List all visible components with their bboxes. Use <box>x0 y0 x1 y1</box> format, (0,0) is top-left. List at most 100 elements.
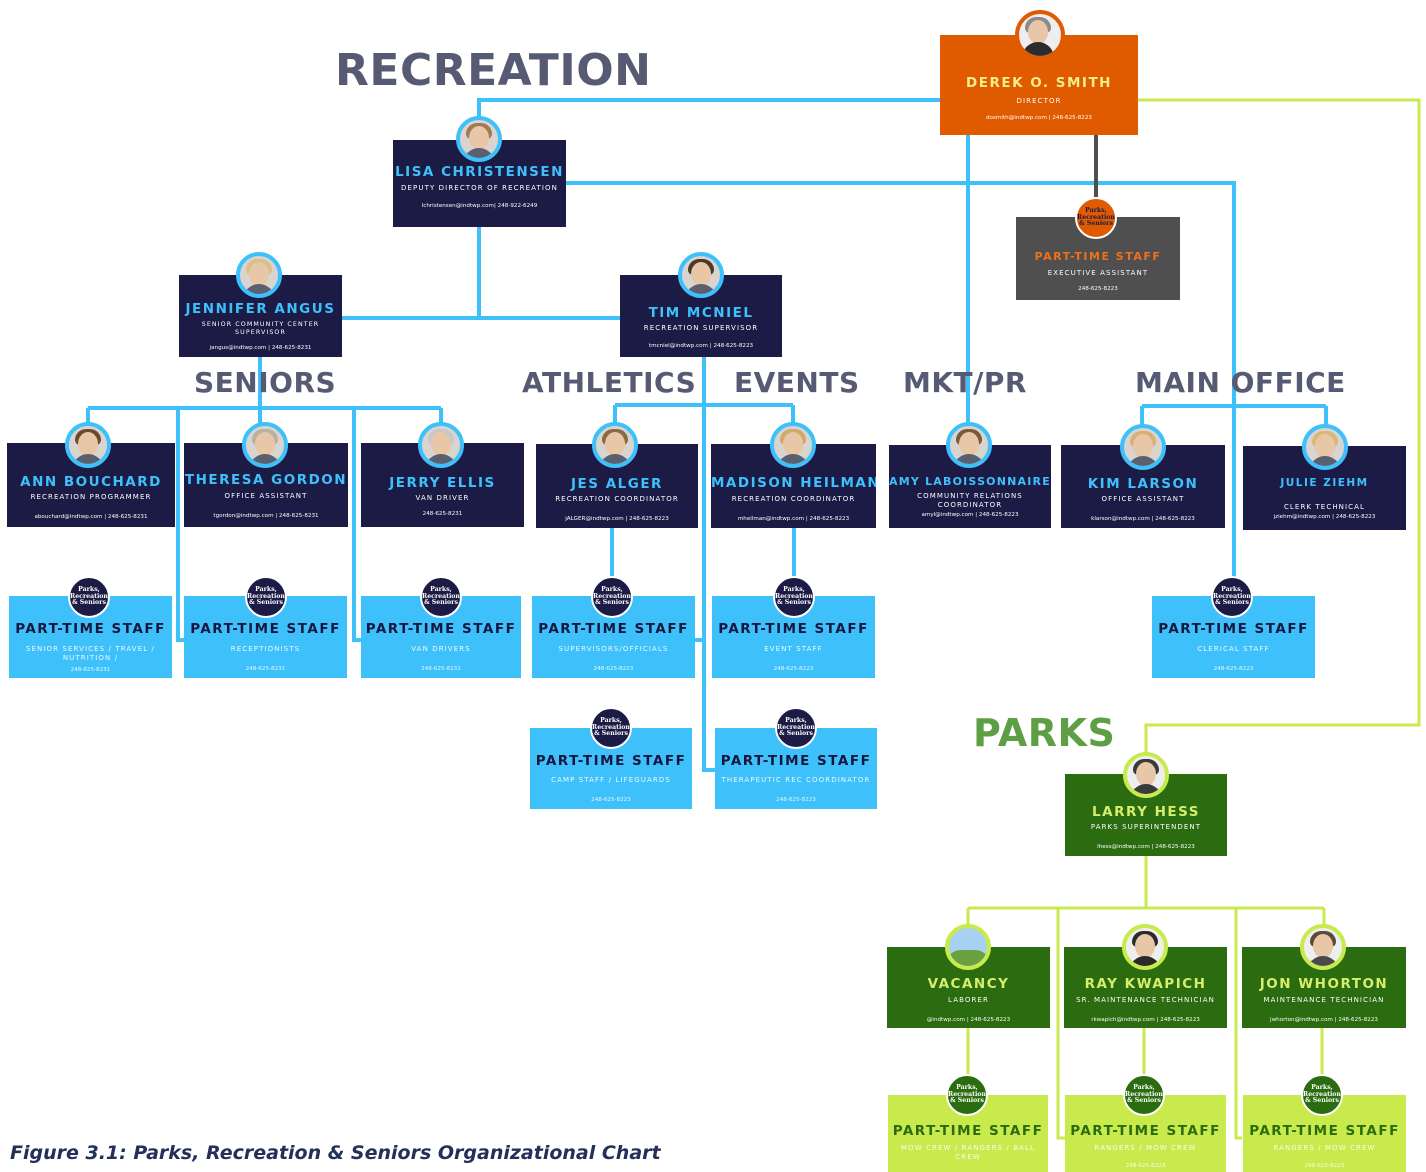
parks-logo: Parks, Recreation & Seniors <box>245 576 287 618</box>
card-contact: lhess@indtwp.com | 248-625-8223 <box>1097 843 1195 850</box>
card-contact: 248-625-8231 <box>421 665 461 672</box>
card-name: AMY LABOISSONNAIRE <box>889 475 1051 488</box>
avatar-larry-hess <box>1123 752 1169 798</box>
avatar-madison-heilman <box>770 422 816 468</box>
card-contact: rkwapich@indtwp.com | 248-625-8223 <box>1091 1016 1200 1023</box>
card-contact: 248-625-8223 <box>1078 285 1118 292</box>
card-title: MAINTENANCE TECHNICIAN <box>1263 996 1385 1004</box>
card-title: OFFICE ASSISTANT <box>224 492 308 500</box>
card-title: SENIOR SERVICES / TRAVEL / NUTRITION / <box>25 645 156 662</box>
card-title: SENIOR COMMUNITY CENTER SUPERVISOR <box>201 321 320 336</box>
figure-caption: Figure 3.1: Parks, Recreation & Seniors … <box>10 1142 661 1164</box>
section-recreation: RECREATION <box>335 45 652 96</box>
parks-logo: Parks, Recreation & Seniors <box>1211 576 1253 618</box>
card-contact: mheilman@indtwp.com | 248-625-8223 <box>737 515 850 522</box>
parks-logo: Parks, Recreation & Seniors <box>946 1074 988 1116</box>
parks-logo: Parks, Recreation & Seniors <box>775 707 817 749</box>
card-title: RECREATION PROGRAMMER <box>30 493 152 501</box>
card-name: PART-TIME STAFF <box>718 621 869 637</box>
card-name: JES ALGER <box>571 476 663 492</box>
card-title: MOW CREW / RANGERS / BALL CREW <box>900 1144 1036 1161</box>
avatar-julie-ziehm <box>1302 424 1348 470</box>
section-mkt-pr: MKT/PR <box>903 366 1027 399</box>
card-contact: 248-625-8223 <box>1213 665 1254 672</box>
card-name: VACANCY <box>927 976 1010 992</box>
card-title: SR. MAINTENANCE TECHNICIAN <box>1076 996 1215 1004</box>
card-contact: jziehm@indtwp.com | 248-625-8223 <box>1273 513 1376 520</box>
card-name: LARRY HESS <box>1092 804 1200 820</box>
section-athletics: ATHLETICS <box>522 366 697 399</box>
parks-logo: Parks, Recreation & Seniors <box>591 576 633 618</box>
card-name: PART-TIME STAFF <box>538 621 689 637</box>
card-name: JERRY ELLIS <box>389 475 496 491</box>
card-contact: 248-625-8231 <box>70 666 111 673</box>
card-title: CLERK TECHNICAL <box>1283 503 1366 511</box>
card-contact: abouchard@indtwp.com | 248-625-8231 <box>34 513 148 520</box>
card-name: JENNIFER ANGUS <box>185 301 336 317</box>
card-contact: tgordon@indtwp.com | 248-625-8231 <box>213 512 319 519</box>
card-title: CLERICAL STAFF <box>1197 645 1270 653</box>
card-name: DEREK O. SMITH <box>966 75 1112 91</box>
card-title: RANGERS / MOW CREW <box>1273 1144 1376 1152</box>
card-contact: @indtwp.com | 248-625-8223 <box>926 1016 1011 1023</box>
card-contact: 248-625-8223 <box>591 796 631 803</box>
avatar-jerry-ellis <box>418 422 464 468</box>
section-parks: PARKS <box>973 711 1116 755</box>
card-title: EVENT STAFF <box>764 645 823 653</box>
parks-logo: Parks, Recreation & Seniors <box>773 576 815 618</box>
card-contact: lchristensen@indtwp.com| 248-922-6249 <box>421 202 538 209</box>
card-contact: 248-625-8231 <box>422 510 463 517</box>
card-title: CAMP STAFF / LIFEGUARDS <box>551 776 671 784</box>
card-title: EXECUTIVE ASSISTANT <box>1047 269 1149 277</box>
card-name: PART-TIME STAFF <box>365 621 517 637</box>
card-contact: 248-625-8223 <box>773 665 814 672</box>
card-name: PART-TIME STAFF <box>1158 621 1309 637</box>
card-contact: jALGER@indtwp.com | 248-625-8223 <box>565 515 669 522</box>
card-name: PART-TIME STAFF <box>1070 1123 1221 1139</box>
card-title: VAN DRIVERS <box>411 645 471 653</box>
section-seniors: SENIORS <box>194 366 337 399</box>
card-contact: klarson@indtwp.com | 248-625-8223 <box>1091 515 1195 522</box>
card-contact: tmcniel@indtwp.com | 248-625-8223 <box>648 342 754 349</box>
parks-logo: Parks, Recreation & Seniors <box>420 576 462 618</box>
card-contact: 248-625-8231 <box>245 665 286 672</box>
section-events: EVENTS <box>734 366 860 399</box>
card-title: RECREATION COORDINATOR <box>731 495 856 503</box>
card-contact: 248-625-8223 <box>1125 1162 1166 1169</box>
avatar-jes-alger <box>592 422 638 468</box>
avatar-theresa-gordon <box>242 422 288 468</box>
card-name: PART-TIME STAFF <box>15 621 166 637</box>
card-contact: 248-625-8223 <box>1304 1162 1345 1169</box>
card-name: RAY KWAPICH <box>1084 976 1207 992</box>
card-title: SUPERVISORS/OFFICIALS <box>558 645 669 653</box>
card-name: PART-TIME STAFF <box>535 753 687 769</box>
card-name: JON WHORTON <box>1259 976 1389 992</box>
avatar-ray-kwapich <box>1122 924 1168 970</box>
card-contact: jwhorton@indtwp.com | 248-625-8223 <box>1270 1016 1378 1023</box>
avatar-ann-bouchard <box>65 422 111 468</box>
card-name: PART-TIME STAFF <box>892 1123 1044 1139</box>
parks-logo: Parks, Recreation & Seniors <box>1075 197 1117 239</box>
card-contact: 248-625-8223 <box>776 796 816 803</box>
card-ray-kwapich: RAY KWAPICH SR. MAINTENANCE TECHNICIAN r… <box>1064 947 1227 1028</box>
card-lisa-christensen: LISA CHRISTENSEN DEPUTY DIRECTOR OF RECR… <box>393 140 566 227</box>
avatar-kim-larson <box>1120 424 1166 470</box>
avatar-derek-smith <box>1015 10 1065 60</box>
card-contact: 248-625-8223 <box>593 665 634 672</box>
section-main-office: MAIN OFFICE <box>1135 366 1346 399</box>
card-name: KIM LARSON <box>1087 476 1199 492</box>
avatar-tim-mcniel <box>678 252 724 298</box>
card-pt-clerical: PART-TIME STAFF CLERICAL STAFF 248-625-8… <box>1152 596 1315 678</box>
card-title: RECEPTIONISTS <box>230 645 301 653</box>
card-title: LABORER <box>948 996 989 1004</box>
avatar-jon-whorton <box>1300 924 1346 970</box>
card-kim-larson: KIM LARSON OFFICE ASSISTANT klarson@indt… <box>1061 445 1225 528</box>
card-name: TIM MCNIEL <box>648 305 754 321</box>
card-title: DIRECTOR <box>1016 97 1062 105</box>
card-title: COMMUNITY RELATIONS COORDINATOR <box>917 492 1023 509</box>
card-contact: jangus@indtwp.com | 248-625-8231 <box>209 344 312 351</box>
card-pt-camp-staff: PART-TIME STAFF CAMP STAFF / LIFEGUARDS … <box>530 728 692 809</box>
avatar-lisa-christensen <box>456 116 502 162</box>
card-title: DEPUTY DIRECTOR OF RECREATION <box>401 184 558 192</box>
